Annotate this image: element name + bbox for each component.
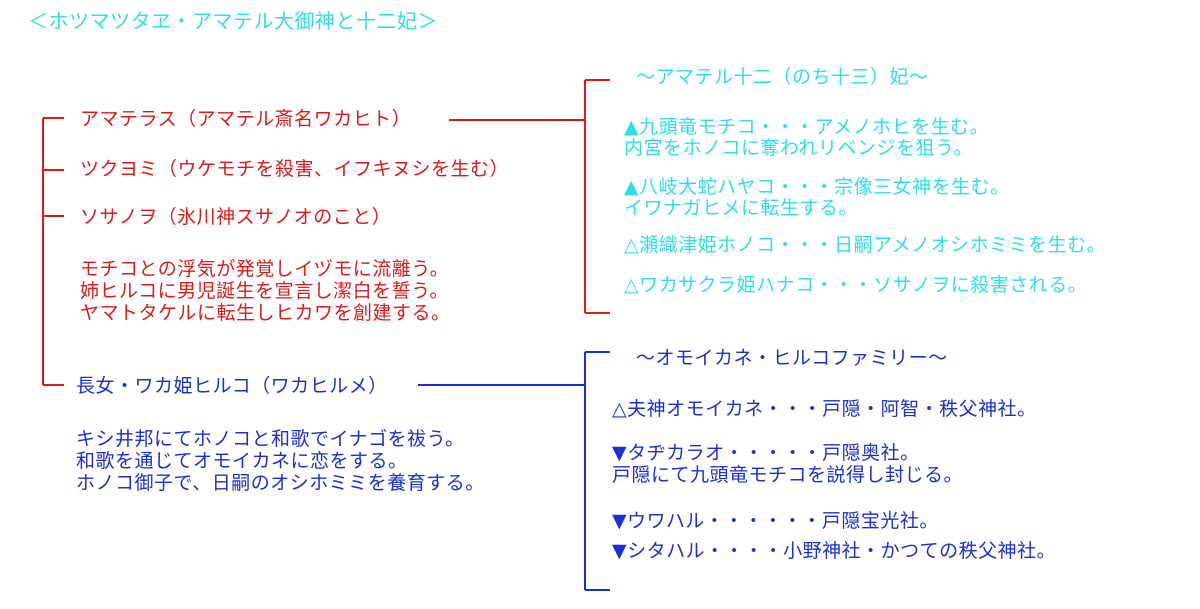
susanoo-note: モチコとの浮気が発覚しイヅモに流離う。 — [80, 258, 450, 280]
susanoo-note: 姉ヒルコに男児誕生を宣言し潔白を誓う。 — [80, 280, 449, 302]
omoikane-bracket — [418, 351, 610, 591]
family-item: ▼シタハル・・・・小野神社・かつての秩父神社。 — [612, 540, 1057, 562]
hiruko-note: キシ井邦にてホノコと和歌でイナゴを祓う。 — [76, 428, 465, 450]
consort-item: ▲九頭竜モチコ・・・アメノホヒを生む。 — [624, 116, 990, 138]
hiruko-note: ホノコ御子で、日嗣のオシホミミを養育する。 — [76, 472, 485, 494]
family-item: ▼ウワハル・・・・・・戸隠宝光社。 — [612, 510, 939, 532]
consort-item-note: イワナガヒメに転生する。 — [624, 197, 859, 219]
node-tsukuyomi: ツクヨミ（ウケモチを殺害、イフキヌシを生む） — [80, 158, 510, 180]
node-amaterasu: アマテラス（アマテル斎名ワカヒト） — [80, 108, 412, 130]
children-bracket — [42, 117, 64, 386]
omoikane-heading: ～オモイカネ・ヒルコファミリー～ — [636, 347, 948, 369]
consort-item: △ワカサクラ姫ハナコ・・・ソサノヲに殺害される。 — [624, 274, 1088, 296]
consort-item: △瀬織津姫ホノコ・・・日嗣アメノオシホミミを生む。 — [624, 234, 1107, 256]
family-item: ▼タヂカラオ・・・・・戸隠奥社。 — [612, 442, 920, 464]
family-item: △夫神オモイカネ・・・戸隠・阿智・秩父神社。 — [612, 398, 1037, 420]
consorts-heading: ～アマテル十二（のち十三）妃～ — [636, 66, 929, 88]
consort-item: ▲八岐大蛇ハヤコ・・・宗像三女神を生む。 — [624, 176, 1010, 198]
node-hiruko: 長女・ワカ姫ヒルコ（ワカヒルメ） — [76, 375, 388, 397]
consort-item-note: 内宮をホノコに奪われリベンジを狙う。 — [624, 137, 973, 159]
page-title: ＜ホツマツタヱ・アマテル大御神と十二妃＞ — [28, 9, 438, 33]
family-item-note: 戸隠にて九頭竜モチコを説得し封じる。 — [612, 464, 964, 486]
consorts-bracket — [449, 79, 610, 314]
susanoo-note: ヤマトタケルに転生しヒカワを創建する。 — [80, 302, 451, 324]
node-susanoo: ソサノヲ（氷川神スサノオのこと） — [80, 206, 392, 228]
hiruko-note: 和歌を通じてオモイカネに恋をする。 — [76, 450, 408, 472]
